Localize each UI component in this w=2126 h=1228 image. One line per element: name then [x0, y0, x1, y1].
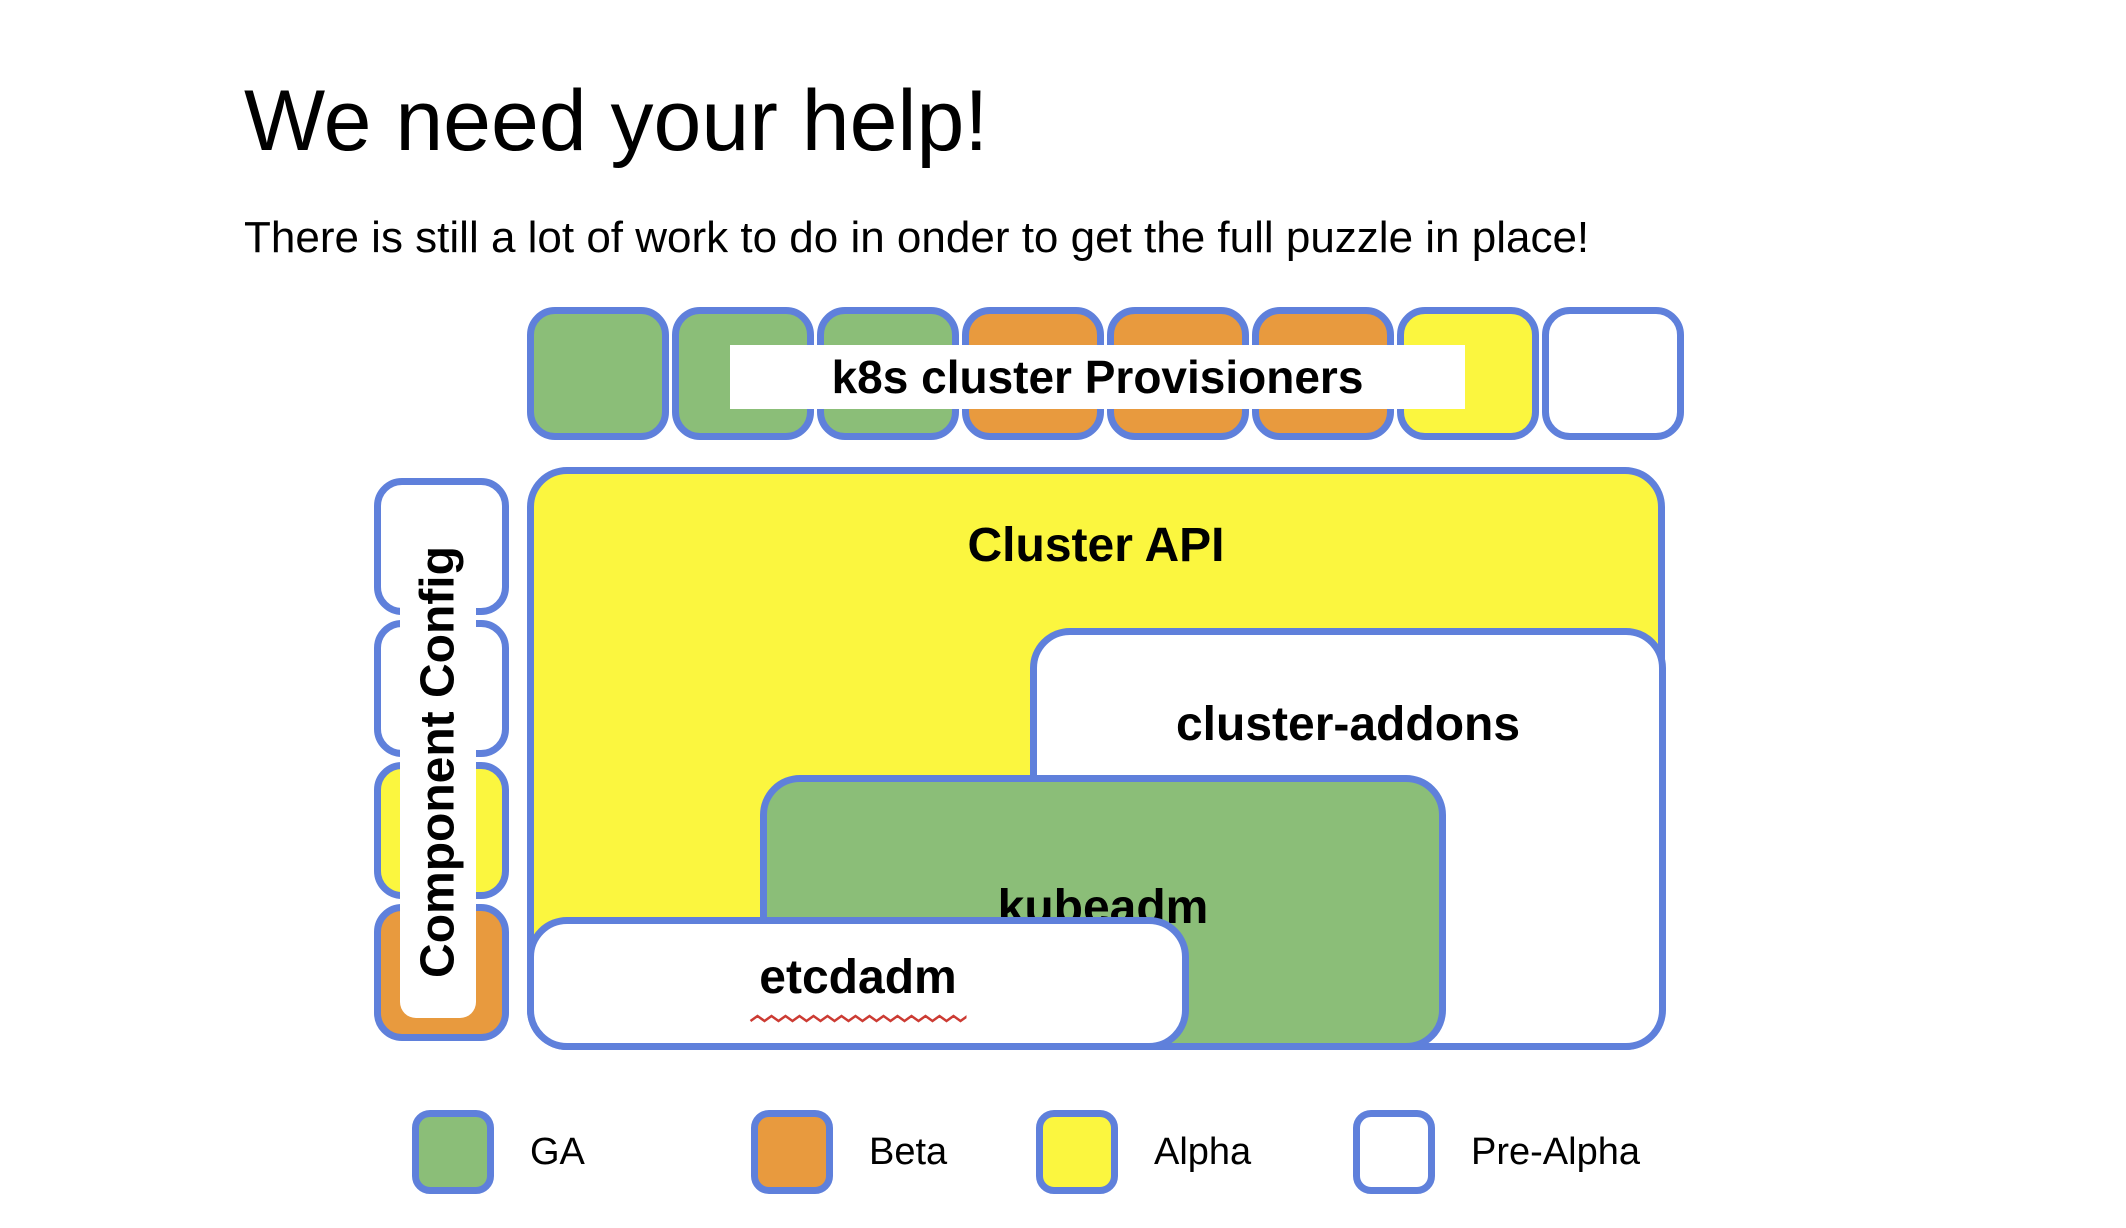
legend-label: Pre-Alpha	[1471, 1130, 1640, 1173]
legend-item-alpha: Alpha	[1036, 1110, 1251, 1194]
cluster-api-label: Cluster API	[967, 519, 1225, 572]
provisioners-label: k8s cluster Provisioners	[730, 345, 1465, 409]
legend-label: GA	[530, 1130, 585, 1173]
etcdadm-label: etcdadm	[759, 951, 957, 1004]
legend-item-beta: Beta	[751, 1110, 947, 1194]
legend-swatch-prealpha	[1353, 1110, 1435, 1194]
legend-item-ga: GA	[412, 1110, 585, 1194]
provisioner-square-1-ga	[527, 307, 669, 440]
etcdadm-box: etcdadm	[527, 917, 1189, 1050]
cluster-addons-label: cluster-addons	[1175, 698, 1521, 751]
legend-swatch-beta	[751, 1110, 833, 1194]
spellcheck-squiggle	[749, 1014, 967, 1023]
component-config-label-box: Component Config	[400, 505, 476, 1018]
legend-item-pre-alpha: Pre-Alpha	[1353, 1110, 1640, 1194]
slide-title: We need your help!	[244, 72, 989, 169]
slide-subtitle: There is still a lot of work to do in on…	[244, 213, 1590, 262]
legend-swatch-alpha	[1036, 1110, 1118, 1194]
component-config-label: Component Config	[411, 545, 465, 978]
legend-label: Alpha	[1154, 1130, 1252, 1173]
provisioner-square-8-prealpha	[1542, 307, 1684, 440]
legend-label: Beta	[869, 1130, 948, 1173]
legend-swatch-ga	[412, 1110, 494, 1194]
